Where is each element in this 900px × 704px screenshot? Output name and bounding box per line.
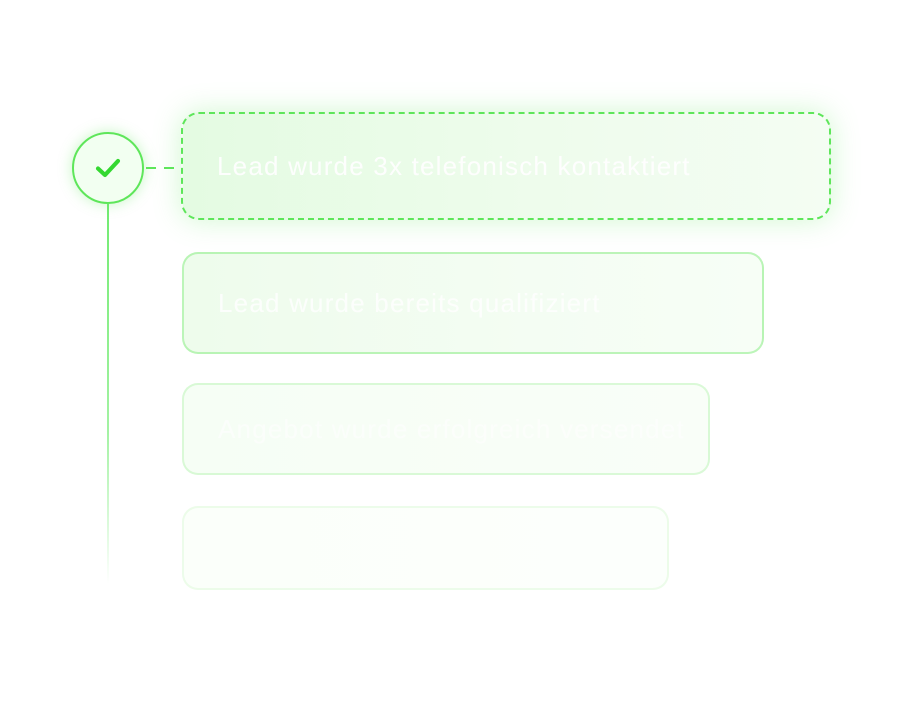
dashed-connector	[146, 167, 182, 169]
timeline-card-text: Lead wurde bereits qualifiziert	[218, 287, 601, 318]
timeline-card-active[interactable]: Lead wurde 3x telefonisch kontaktiert	[181, 112, 831, 220]
timeline-card-text: Lead wurde 3x telefonisch kontaktiert	[217, 150, 691, 181]
check-icon	[95, 158, 121, 178]
timeline-line	[107, 204, 109, 584]
timeline-card[interactable]: Lead wurde bereits qualifiziert	[182, 252, 764, 354]
timeline-card-placeholder	[182, 506, 669, 590]
timeline-card-text: Angebot wurde erfolgreich versendet	[218, 413, 685, 444]
timeline-card[interactable]: Angebot wurde erfolgreich versendet	[182, 383, 710, 475]
completed-step-indicator	[72, 132, 144, 204]
